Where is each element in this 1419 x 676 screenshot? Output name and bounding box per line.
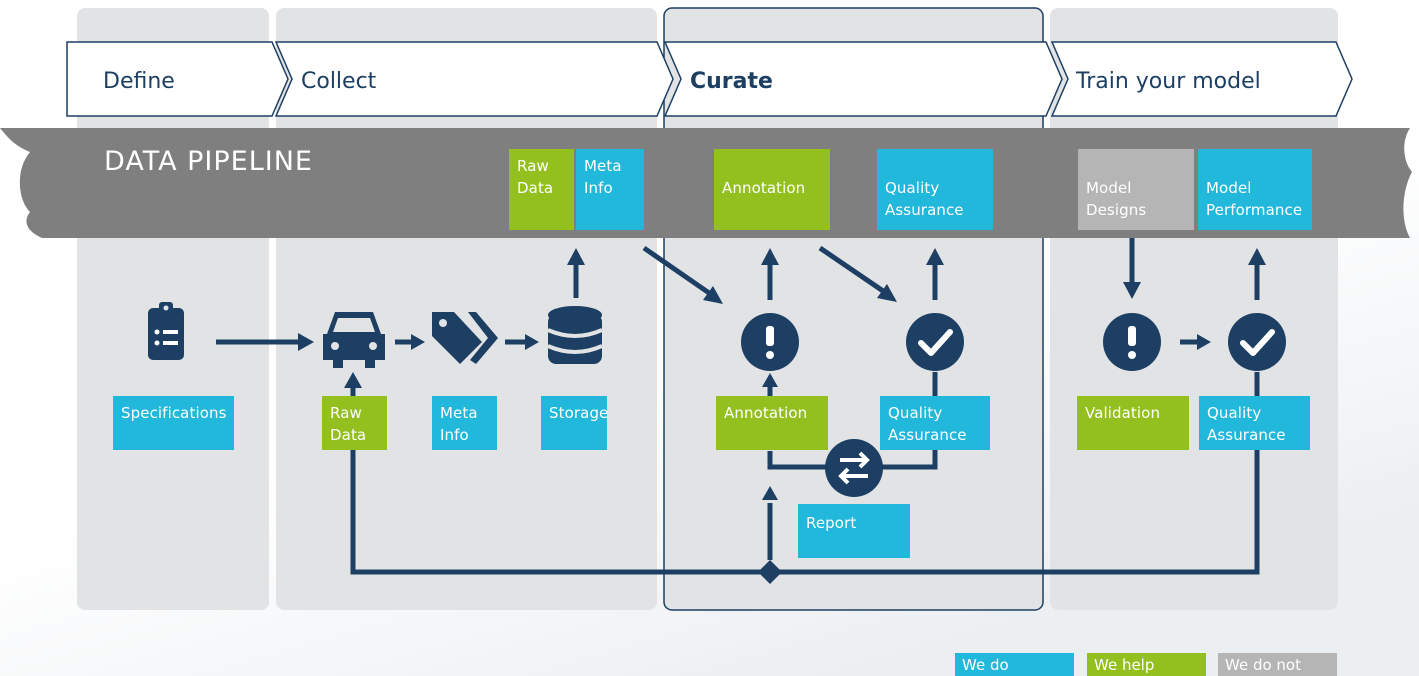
feedback-loop-line [350,372,1260,575]
phase-chevron-curate [663,41,1063,117]
arrowhead-model-designs-down [1123,282,1141,299]
step-box-meta-info: Meta Info [432,396,497,450]
check-circle-icon [906,313,964,371]
phase-label-collect: Collect [301,69,377,94]
pipeline-band [0,128,1412,238]
arrowhead-train-qa-up [1248,248,1266,265]
phase-label-train: Train your model [1075,69,1261,94]
arrow-pipeline-to-qa-check [818,245,888,296]
step-box-storage: Storage [541,396,608,450]
arrow-pipeline-to-annotation-check [642,245,714,298]
pipeline-box-model-performance: Model Performance [1198,149,1312,230]
exclamation-circle-icon [741,313,799,371]
exchange-arrows-icon [825,439,883,497]
step-box-report: Report [798,504,910,558]
phase-label-define: Define [103,69,175,94]
arrowhead-annotation-box-up [762,373,778,387]
step-box-validation: Validation [1077,396,1189,450]
check-circle-icon [1228,313,1286,371]
arrowhead-annotation-diag [703,286,723,304]
legend-we-do: We do [955,653,1074,676]
feedback-diamond [758,560,782,584]
arrowhead-train-qa [1197,334,1211,350]
pipeline-box-raw-data: Raw Data [509,149,574,230]
step-box-specifications: Specifications [113,396,234,450]
arrowhead-meta-info [411,334,425,350]
phase-label-curate: Curate [690,69,773,94]
arrowhead-storage-up [567,248,585,265]
exclamation-circle-icon [1103,313,1161,371]
arrowhead-annotation-up [761,248,779,265]
arrowhead-qa-diag [877,284,897,302]
pipeline-title: DATA PIPELINE [104,146,313,177]
database-icon [547,306,603,364]
pipeline-box-quality-assurance: Quality Assurance [877,149,993,230]
phase-chevron-define [66,41,289,117]
legend-we-do-not: We do not [1218,653,1337,676]
tags-icon [432,312,498,364]
arrowhead-raw-data-feedback [344,372,362,388]
clipboard-list-icon [148,302,184,360]
pipeline-box-meta-info: Meta Info [576,149,644,230]
arrowhead-report-up [762,486,778,500]
pipeline-box-annotation: Annotation [714,149,830,230]
arrowhead-storage [525,334,539,350]
legend-we-help: We help [1087,653,1206,676]
phase-chevron-collect [274,41,674,117]
car-icon [323,312,385,368]
arrowhead-qa-up [926,248,944,265]
phase-chevron-train [1050,41,1353,117]
step-box-raw-data: Raw Data [322,396,387,450]
arrowhead-raw-data [298,333,314,351]
step-box-train-quality-assurance: Quality Assurance [1199,396,1310,450]
step-box-quality-assurance: Quality Assurance [880,396,990,450]
step-box-annotation: Annotation [716,396,828,450]
pipeline-box-model-designs: Model Designs [1078,149,1194,230]
